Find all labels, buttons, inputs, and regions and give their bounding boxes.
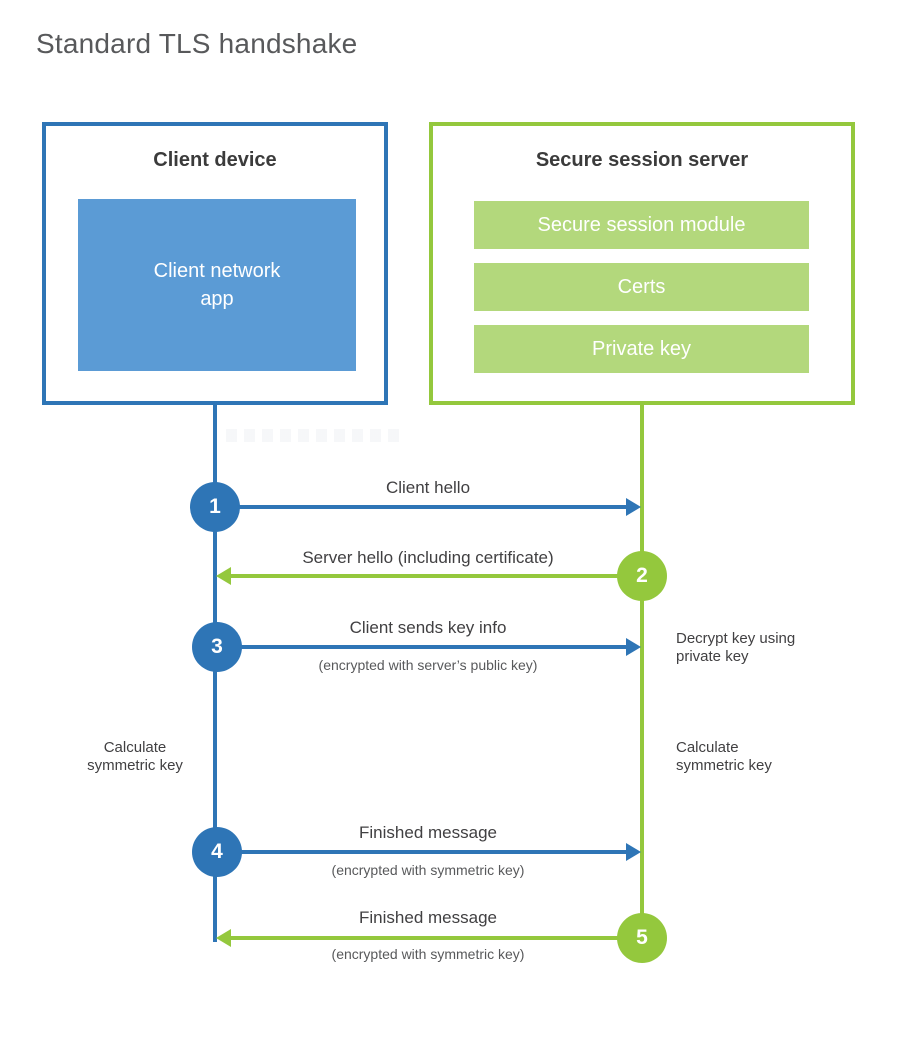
arrow-line-step-4 [232, 850, 628, 854]
arrowhead-left-icon [216, 929, 231, 947]
watermark-artifact [226, 429, 402, 442]
client-network-app-box: Client network app [78, 199, 356, 371]
message-label-step-4: Finished message [359, 823, 497, 842]
message-label-step-3: Client sends key info [349, 618, 507, 637]
arrowhead-right-icon [626, 638, 641, 656]
page-title: Standard TLS handshake [36, 28, 358, 59]
note-decrypt-key: Decrypt key using private key [676, 630, 796, 665]
server-module-private-key: Private key [474, 325, 809, 373]
client-device-title: Client device [153, 149, 277, 171]
client-network-app-label: Client network app [153, 259, 281, 310]
server-lifeline [640, 405, 644, 942]
step-node-5: 5 [617, 913, 667, 963]
message-sublabel-step-5: (encrypted with symmetric key) [331, 946, 525, 962]
step-node-1: 1 [190, 482, 240, 532]
message-label-step-5: Finished message [359, 908, 497, 927]
secure-session-server-title: Secure session server [535, 149, 749, 171]
message-label-step-1: Client hello [385, 478, 471, 497]
arrow-line-step-5 [230, 936, 624, 940]
message-sublabel-step-4: (encrypted with symmetric key) [331, 862, 525, 878]
server-module-certs: Certs [474, 263, 809, 311]
arrow-line-step-3 [232, 645, 628, 649]
client-device-box: Client device Client network app [42, 122, 388, 405]
message-label-step-2: Server hello (including certificate) [302, 548, 554, 567]
step-node-3: 3 [192, 622, 242, 672]
step-node-4: 4 [192, 827, 242, 877]
note-calculate-symmetric-key-client: Calculate symmetric key [87, 739, 183, 774]
step-node-2: 2 [617, 551, 667, 601]
arrowhead-right-icon [626, 498, 641, 516]
arrow-line-step-1 [230, 505, 628, 509]
secure-session-server-box: Secure session server Secure session mod… [429, 122, 855, 405]
arrowhead-left-icon [216, 567, 231, 585]
server-module-secure-session: Secure session module [474, 201, 809, 249]
message-sublabel-step-3: (encrypted with server’s public key) [318, 657, 538, 673]
client-lifeline [213, 405, 217, 942]
note-calculate-symmetric-key-server: Calculate symmetric key [676, 739, 772, 774]
arrow-line-step-2 [230, 574, 624, 578]
arrowhead-right-icon [626, 843, 641, 861]
